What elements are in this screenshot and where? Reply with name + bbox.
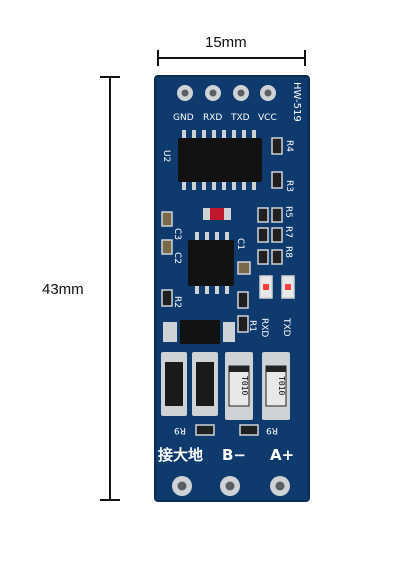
model-label: HW-519: [291, 82, 302, 122]
pin-label-gnd: GND: [173, 113, 194, 123]
r5-label: R5: [283, 206, 293, 218]
r2-label: R2: [172, 296, 182, 308]
tvs-marking-1: T010: [240, 376, 249, 395]
terminal-label-earth: 接大地: [158, 446, 203, 464]
pin-label-vcc: VCC: [258, 113, 277, 123]
u2-label: U2: [161, 150, 171, 162]
r3-label: R3: [284, 180, 294, 192]
led-rxd-label: RXD: [259, 318, 269, 337]
r9-label: R9: [174, 425, 186, 435]
r4-label: R4: [284, 140, 294, 152]
r1-label: R1: [247, 320, 257, 332]
rectifier-diodes: [161, 352, 218, 416]
r7-label: R7: [283, 226, 293, 238]
transistor: [180, 320, 220, 344]
tvs-marking-2: T010: [277, 376, 286, 395]
terminal-holes: [172, 476, 290, 496]
pin-label-rxd: RXD: [203, 113, 222, 123]
tvs-diodes: [225, 352, 290, 420]
terminal-label-a: A+: [270, 446, 294, 464]
c3-label: C3: [172, 228, 182, 240]
c1-label: C1: [235, 238, 245, 250]
r9-label-2: R9: [266, 425, 278, 435]
width-label: 15mm: [205, 34, 247, 51]
height-label: 43mm: [42, 281, 84, 298]
c2-label: C2: [172, 252, 182, 264]
pin-label-txd: TXD: [230, 113, 250, 123]
terminal-label-b: B−: [222, 446, 246, 464]
header-pins: [177, 85, 276, 101]
chip-u1: [188, 232, 234, 294]
led-txd-label: TXD: [281, 317, 291, 337]
r8-label: R8: [283, 246, 293, 258]
chip-u2: [178, 130, 262, 190]
